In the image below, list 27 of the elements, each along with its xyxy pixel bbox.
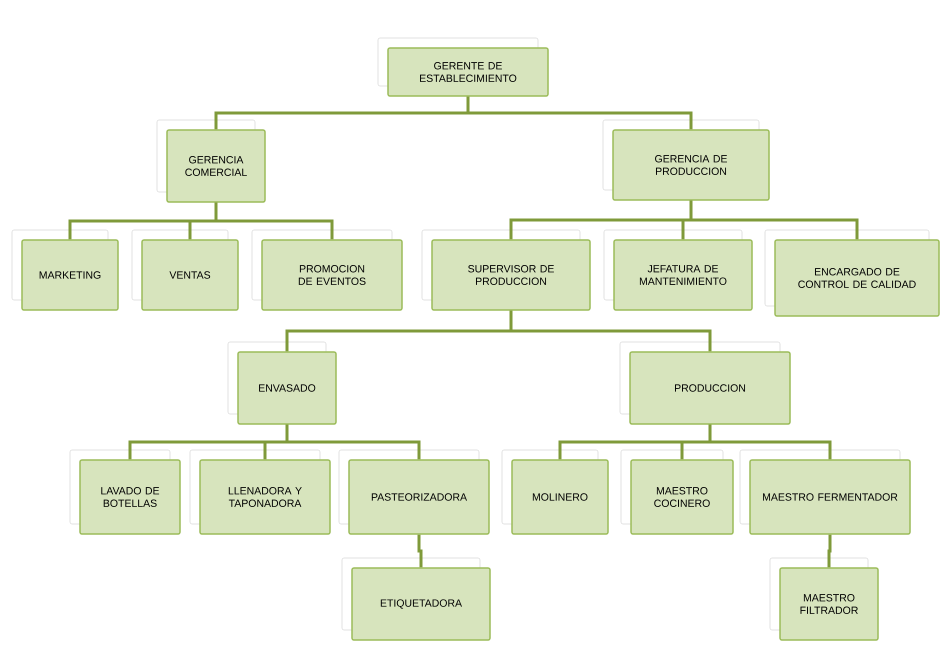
connector: [214, 202, 334, 240]
connector: [708, 424, 832, 460]
org-box: GERENCIA COMERCIAL: [156, 120, 266, 203]
org-box: MAESTRO FERMENTADOR: [740, 450, 911, 535]
org-box: LLENADORA Y TAPONADORA: [190, 450, 331, 535]
connector: [466, 96, 692, 130]
org-box: MARKETING: [12, 230, 119, 311]
org-box: MAESTRO COCINERO: [620, 450, 734, 535]
connector: [418, 534, 422, 568]
org-box: JEFATURA DE MANTENIMIENTO: [604, 230, 753, 311]
org-box: GERENTE DE ESTABLECIMIENTO: [378, 38, 549, 97]
connector: [690, 200, 858, 240]
org-box: PRODUCCION: [620, 342, 791, 425]
org-box: LAVADO DE BOTELLAS: [70, 450, 181, 535]
org-box: SUPERVISOR DE PRODUCCION: [422, 230, 591, 311]
connector: [828, 534, 832, 568]
connector: [286, 424, 420, 460]
org-box: PASTEORIZADORA: [338, 450, 490, 535]
org-box: GERENCIA DE PRODUCCION: [602, 120, 770, 201]
org-box: MAESTRO FILTRADOR: [770, 558, 879, 641]
org-box: PROMOCION DE EVENTOS: [252, 230, 403, 311]
org-box: ENCARGADO DE CONTROL DE CALIDAD: [764, 230, 940, 317]
connector: [510, 310, 712, 352]
org-box: MOLINERO: [502, 450, 609, 535]
org-box: VENTAS: [132, 230, 239, 311]
org-box: ETIQUETADORA: [342, 558, 491, 641]
org-box: ENVASADO: [228, 342, 337, 425]
